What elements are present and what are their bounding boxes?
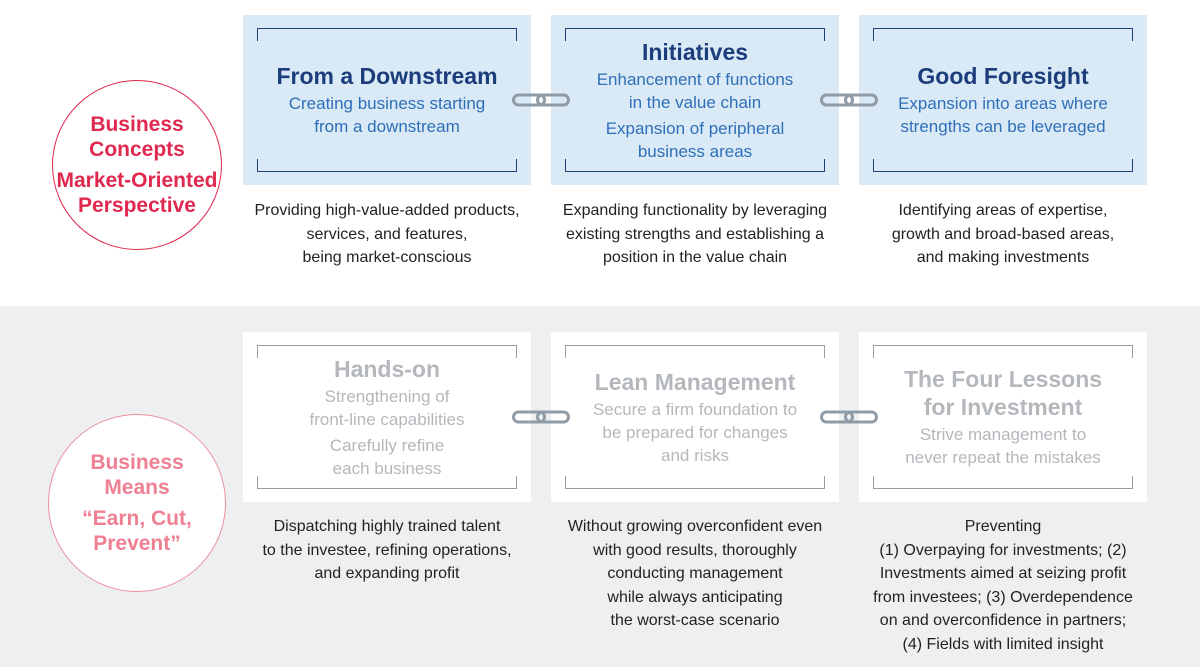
box-title: for Investment (923, 394, 1083, 420)
means-description: Without growing overconfident even with … (545, 515, 845, 633)
desc-line: while always anticipating (607, 588, 783, 606)
desc-line: Identifying areas of expertise, (898, 202, 1108, 219)
bracket-bottom (257, 159, 517, 172)
four-lessons-box: The Four Lessons for Investment Strive m… (859, 332, 1147, 502)
circle-label: Concepts (89, 138, 185, 161)
desc-line: (4) Fields with limited insight (902, 635, 1104, 653)
bracket-bottom (873, 476, 1133, 489)
chain-link-icon (820, 93, 878, 107)
box-title: Lean Management (594, 368, 796, 395)
box-text: Enhancement of functions (596, 69, 794, 89)
good-foresight-box: Good Foresight Expansion into areas wher… (859, 15, 1147, 185)
box-text: Carefully refine (329, 435, 445, 455)
chain-link-icon (820, 410, 878, 424)
box-text: from a downstream (314, 117, 460, 136)
business-means-circle: Business Means “Earn, Cut, Prevent” (48, 414, 226, 592)
circle-label: Market-Oriented (56, 169, 218, 192)
chain-link-icon (512, 93, 570, 107)
means-description: Preventing (1) Overpaying for investment… (853, 515, 1153, 656)
box-text: Expansion of peripheral (605, 118, 785, 138)
desc-line: the worst-case scenario (610, 612, 780, 629)
bracket-top (257, 28, 517, 41)
desc-line: to the investee, refining operations, (262, 541, 512, 559)
desc-line: Investments aimed at seizing profit (879, 565, 1127, 582)
desc-line: and expanding profit (314, 565, 460, 582)
desc-line: conducting management (607, 565, 783, 582)
box-text: front-line capabilities (309, 409, 465, 429)
business-concepts-circle: Business Concepts Market-Oriented Perspe… (52, 80, 222, 250)
means-description: Dispatching highly trained talent to the… (237, 515, 537, 586)
box-text: business areas (637, 141, 753, 161)
desc-line: Without growing overconfident even (567, 518, 823, 535)
concept-description: Providing high-value-added products, ser… (237, 199, 537, 270)
desc-line: (1) Overpaying for investments; (2) (879, 541, 1127, 559)
hands-on-box: Hands-on Strengthening of front-line cap… (243, 332, 531, 502)
box-text: Strive management to (919, 425, 1087, 444)
box-title: From a Downstream (276, 63, 498, 89)
desc-line: from investees; (3) Overdependence (873, 588, 1133, 606)
box-text: in the value chain (628, 92, 762, 112)
box-title: Good Foresight (917, 63, 1089, 89)
circle-label: Business (90, 113, 184, 136)
box-text: Secure a firm foundation to (592, 399, 798, 419)
desc-line: Dispatching highly trained talent (273, 518, 501, 535)
bracket-bottom (565, 476, 825, 489)
box-text: Expansion into areas where (898, 94, 1108, 113)
box-title: Initiatives (641, 38, 749, 65)
bracket-bottom (873, 159, 1133, 172)
box-text: each business (332, 458, 442, 478)
box-text: never repeat the mistakes (905, 448, 1101, 467)
chain-link-icon (512, 410, 570, 424)
box-text: and risks (660, 445, 730, 465)
box-text: Strengthening of (324, 386, 450, 406)
circle-label: “Earn, Cut, (82, 507, 192, 530)
bracket-top (873, 28, 1133, 41)
initiatives-box: Initiatives Enhancement of functions in … (551, 15, 839, 185)
concept-description: Expanding functionality by leveraging ex… (545, 199, 845, 270)
box-text: be prepared for changes (602, 422, 788, 442)
desc-line: existing strengths and establishing a (566, 225, 824, 243)
circle-label: Prevent” (93, 532, 181, 555)
box-text: Creating business starting (288, 94, 486, 113)
from-a-downstream-box: From a Downstream Creating business star… (243, 15, 531, 185)
bracket-top (873, 345, 1133, 358)
desc-line: growth and broad-based areas, (891, 225, 1115, 243)
box-title: The Four Lessons (903, 366, 1103, 392)
desc-line: being market-conscious (302, 249, 472, 266)
desc-line: Preventing (964, 518, 1042, 535)
circle-label: Perspective (78, 194, 196, 217)
circle-label: Business (90, 451, 184, 474)
desc-line: on and overconfidence in partners; (879, 612, 1127, 629)
lean-management-box: Lean Management Secure a firm foundation… (551, 332, 839, 502)
bracket-top (565, 345, 825, 358)
desc-line: position in the value chain (602, 249, 788, 266)
box-title: Hands-on (333, 355, 441, 382)
desc-line: with good results, thoroughly (593, 541, 797, 559)
concept-description: Identifying areas of expertise, growth a… (853, 199, 1153, 270)
box-text: strengths can be leveraged (900, 117, 1106, 136)
desc-line: Expanding functionality by leveraging (562, 202, 828, 219)
circle-label: Means (104, 476, 170, 499)
desc-line: and making investments (916, 249, 1090, 266)
desc-line: Providing high-value-added products, (254, 202, 520, 219)
desc-line: services, and features, (306, 225, 468, 243)
